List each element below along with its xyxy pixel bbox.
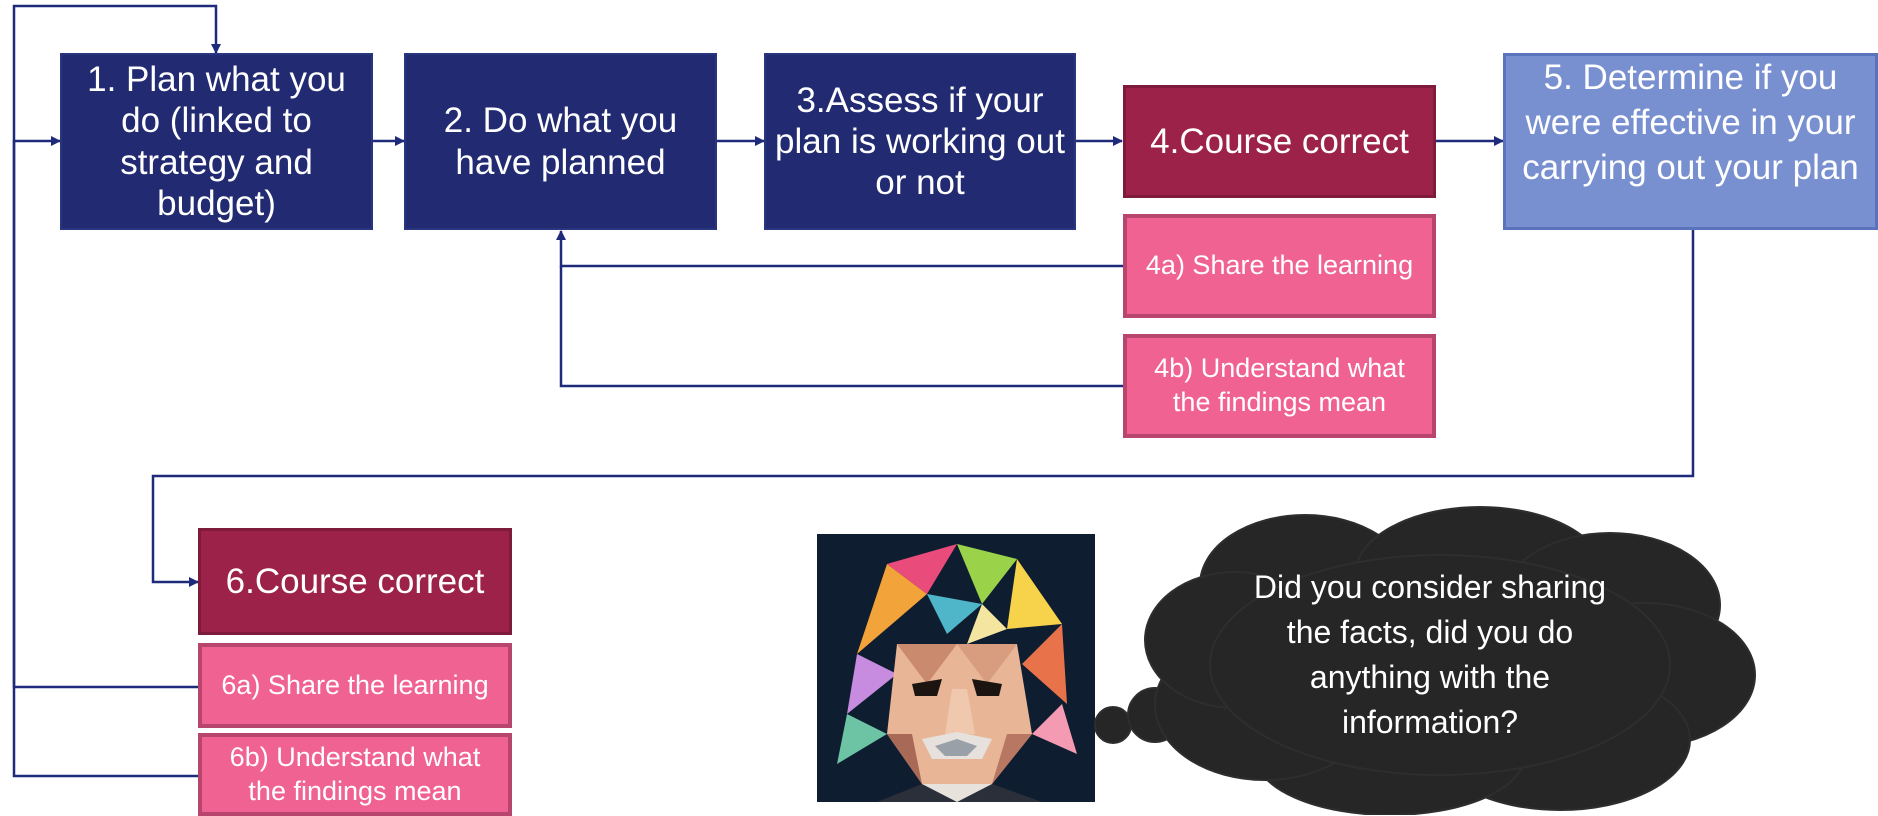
thought-bubble-text: Did you consider sharing the facts, did … [1253,569,1607,740]
step-6-course-correct[interactable]: 6.Course correct [198,528,512,635]
step-4-course-correct[interactable]: 4.Course correct [1123,85,1436,198]
loop-4a-to-do [556,230,1123,268]
step-4b-understand-findings[interactable]: 4b) Understand what the findings mean [1123,334,1436,438]
loop-6b-to-plan-left [12,136,200,778]
einstein-portrait-icon [817,534,1095,802]
loop-6a-to-plan-top [12,4,221,689]
loop-4b-to-do [559,266,1123,388]
step-4a-share-learning[interactable]: 4a) Share the learning [1123,214,1436,318]
step-3-assess[interactable]: 3.Assess if your plan is working out or … [764,53,1076,230]
thought-cloud-icon [1094,506,1756,815]
step-6b-understand-findings[interactable]: 6b) Understand what the findings mean [198,733,512,816]
step-1-plan[interactable]: 1. Plan what you do (linked to strategy … [60,53,373,230]
step-6a-share-learning[interactable]: 6a) Share the learning [198,643,512,728]
arrow-determine-to-correct6 [151,230,1695,587]
step-5-determine[interactable]: 5. Determine if you were effective in yo… [1503,53,1878,230]
step-2-do[interactable]: 2. Do what you have planned [404,53,717,230]
